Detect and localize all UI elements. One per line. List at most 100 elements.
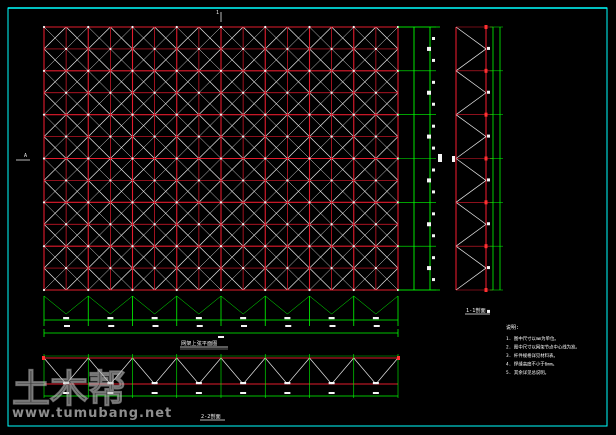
plan-node <box>109 135 112 138</box>
plan-node <box>242 223 245 226</box>
plan-node <box>109 91 112 94</box>
plan-node <box>219 157 223 160</box>
axis-label-left: A <box>24 153 27 159</box>
front-dimension-value <box>107 392 114 394</box>
plan-node <box>264 113 267 116</box>
plan-node <box>87 245 90 248</box>
plan-node <box>109 266 112 270</box>
dimension-value-mark <box>63 317 70 320</box>
plan-node <box>219 201 223 204</box>
truss-axis-mark <box>452 156 455 162</box>
front-truss-web <box>220 357 244 385</box>
truss-support-marker <box>484 156 488 161</box>
front-node-mark <box>372 382 379 385</box>
plan-node <box>219 69 223 72</box>
dimension-hatch <box>65 295 89 315</box>
truss-web <box>455 245 487 269</box>
truss-web <box>455 158 487 181</box>
side-dimension-value <box>427 222 431 227</box>
plan-node <box>175 25 178 29</box>
side-dimension-value <box>432 146 435 150</box>
dimension-value-mark <box>107 317 114 320</box>
dimension-value-mark <box>284 317 291 320</box>
front-truss-web <box>331 357 355 385</box>
dimension-value-mark <box>196 325 203 327</box>
plan-node <box>264 245 267 248</box>
plan-node <box>264 288 267 292</box>
dimension-value-mark <box>372 317 379 320</box>
side-dimension-value <box>432 58 435 62</box>
front-node-mark <box>240 382 247 385</box>
note-line: 5. 其余详见总说明。 <box>506 369 549 376</box>
side-dimension-value <box>432 278 435 282</box>
plan-node <box>65 179 68 182</box>
truss-node-mark <box>487 46 490 50</box>
plan-node <box>197 91 200 94</box>
front-truss-web <box>154 357 178 385</box>
plan-node <box>286 47 289 51</box>
truss-node-mark <box>487 134 490 138</box>
plan-node <box>308 157 311 160</box>
plan-node <box>374 47 377 51</box>
plan-node <box>65 135 68 138</box>
plan-node <box>242 135 245 138</box>
truss-node-mark <box>487 222 490 226</box>
front-dimension-value <box>63 392 70 394</box>
dimension-hatch <box>176 295 200 315</box>
dimension-hatch <box>110 295 133 315</box>
side-dimension-value <box>427 90 431 95</box>
truss-web <box>455 92 487 115</box>
watermark-domain: www.tumubang.net <box>12 406 173 421</box>
plan-node <box>87 25 90 29</box>
plan-node <box>352 69 355 72</box>
dimension-value-mark <box>108 325 115 327</box>
dimension-hatch <box>154 295 177 315</box>
plan-node <box>352 113 355 116</box>
plan-node <box>197 135 200 138</box>
plan-node <box>308 25 311 29</box>
plan-node <box>374 266 377 270</box>
truss-web <box>455 70 487 94</box>
front-node-mark <box>63 382 70 385</box>
truss-web <box>455 267 487 291</box>
side-dimension-value <box>432 168 435 172</box>
plan-node <box>131 201 134 204</box>
plan-node <box>219 245 223 248</box>
side-dimension-total <box>438 154 442 162</box>
side-dimension-value <box>432 190 435 194</box>
plan-node <box>242 266 245 270</box>
plan-node <box>175 245 178 248</box>
side-dimension-value <box>432 124 435 128</box>
plan-node <box>153 266 156 270</box>
side-dimension-value <box>432 102 435 106</box>
plan-node <box>175 69 178 72</box>
dimension-hatch <box>220 295 244 315</box>
plan-node <box>87 157 90 160</box>
plan-node <box>42 288 46 292</box>
dimension-hatch <box>309 295 332 315</box>
plan-node <box>42 157 46 160</box>
plan-node <box>308 69 311 72</box>
plan-node <box>219 113 223 116</box>
plan-node <box>42 201 46 204</box>
plan-node <box>197 179 200 182</box>
dimension-hatch <box>353 295 377 315</box>
dimension-hatch <box>132 295 155 315</box>
dimension-value-mark <box>328 317 335 320</box>
dimension-value-mark <box>64 325 70 327</box>
side-dimension-value <box>432 37 435 40</box>
truss-web <box>455 48 487 72</box>
plan-node <box>286 266 289 270</box>
note-line: 4. 焊缝高度不小于6mm。 <box>506 361 557 368</box>
plan-node <box>109 223 112 226</box>
dimension-value-mark <box>285 325 292 327</box>
plan-node <box>330 266 333 270</box>
front-truss-web <box>242 357 266 385</box>
notes-heading: 说明: <box>506 324 519 331</box>
front-truss-web <box>87 357 111 385</box>
side-dimension-value <box>427 134 431 139</box>
dimension-value-mark <box>241 325 247 327</box>
front-truss-web <box>353 357 377 385</box>
truss-web <box>455 180 487 203</box>
